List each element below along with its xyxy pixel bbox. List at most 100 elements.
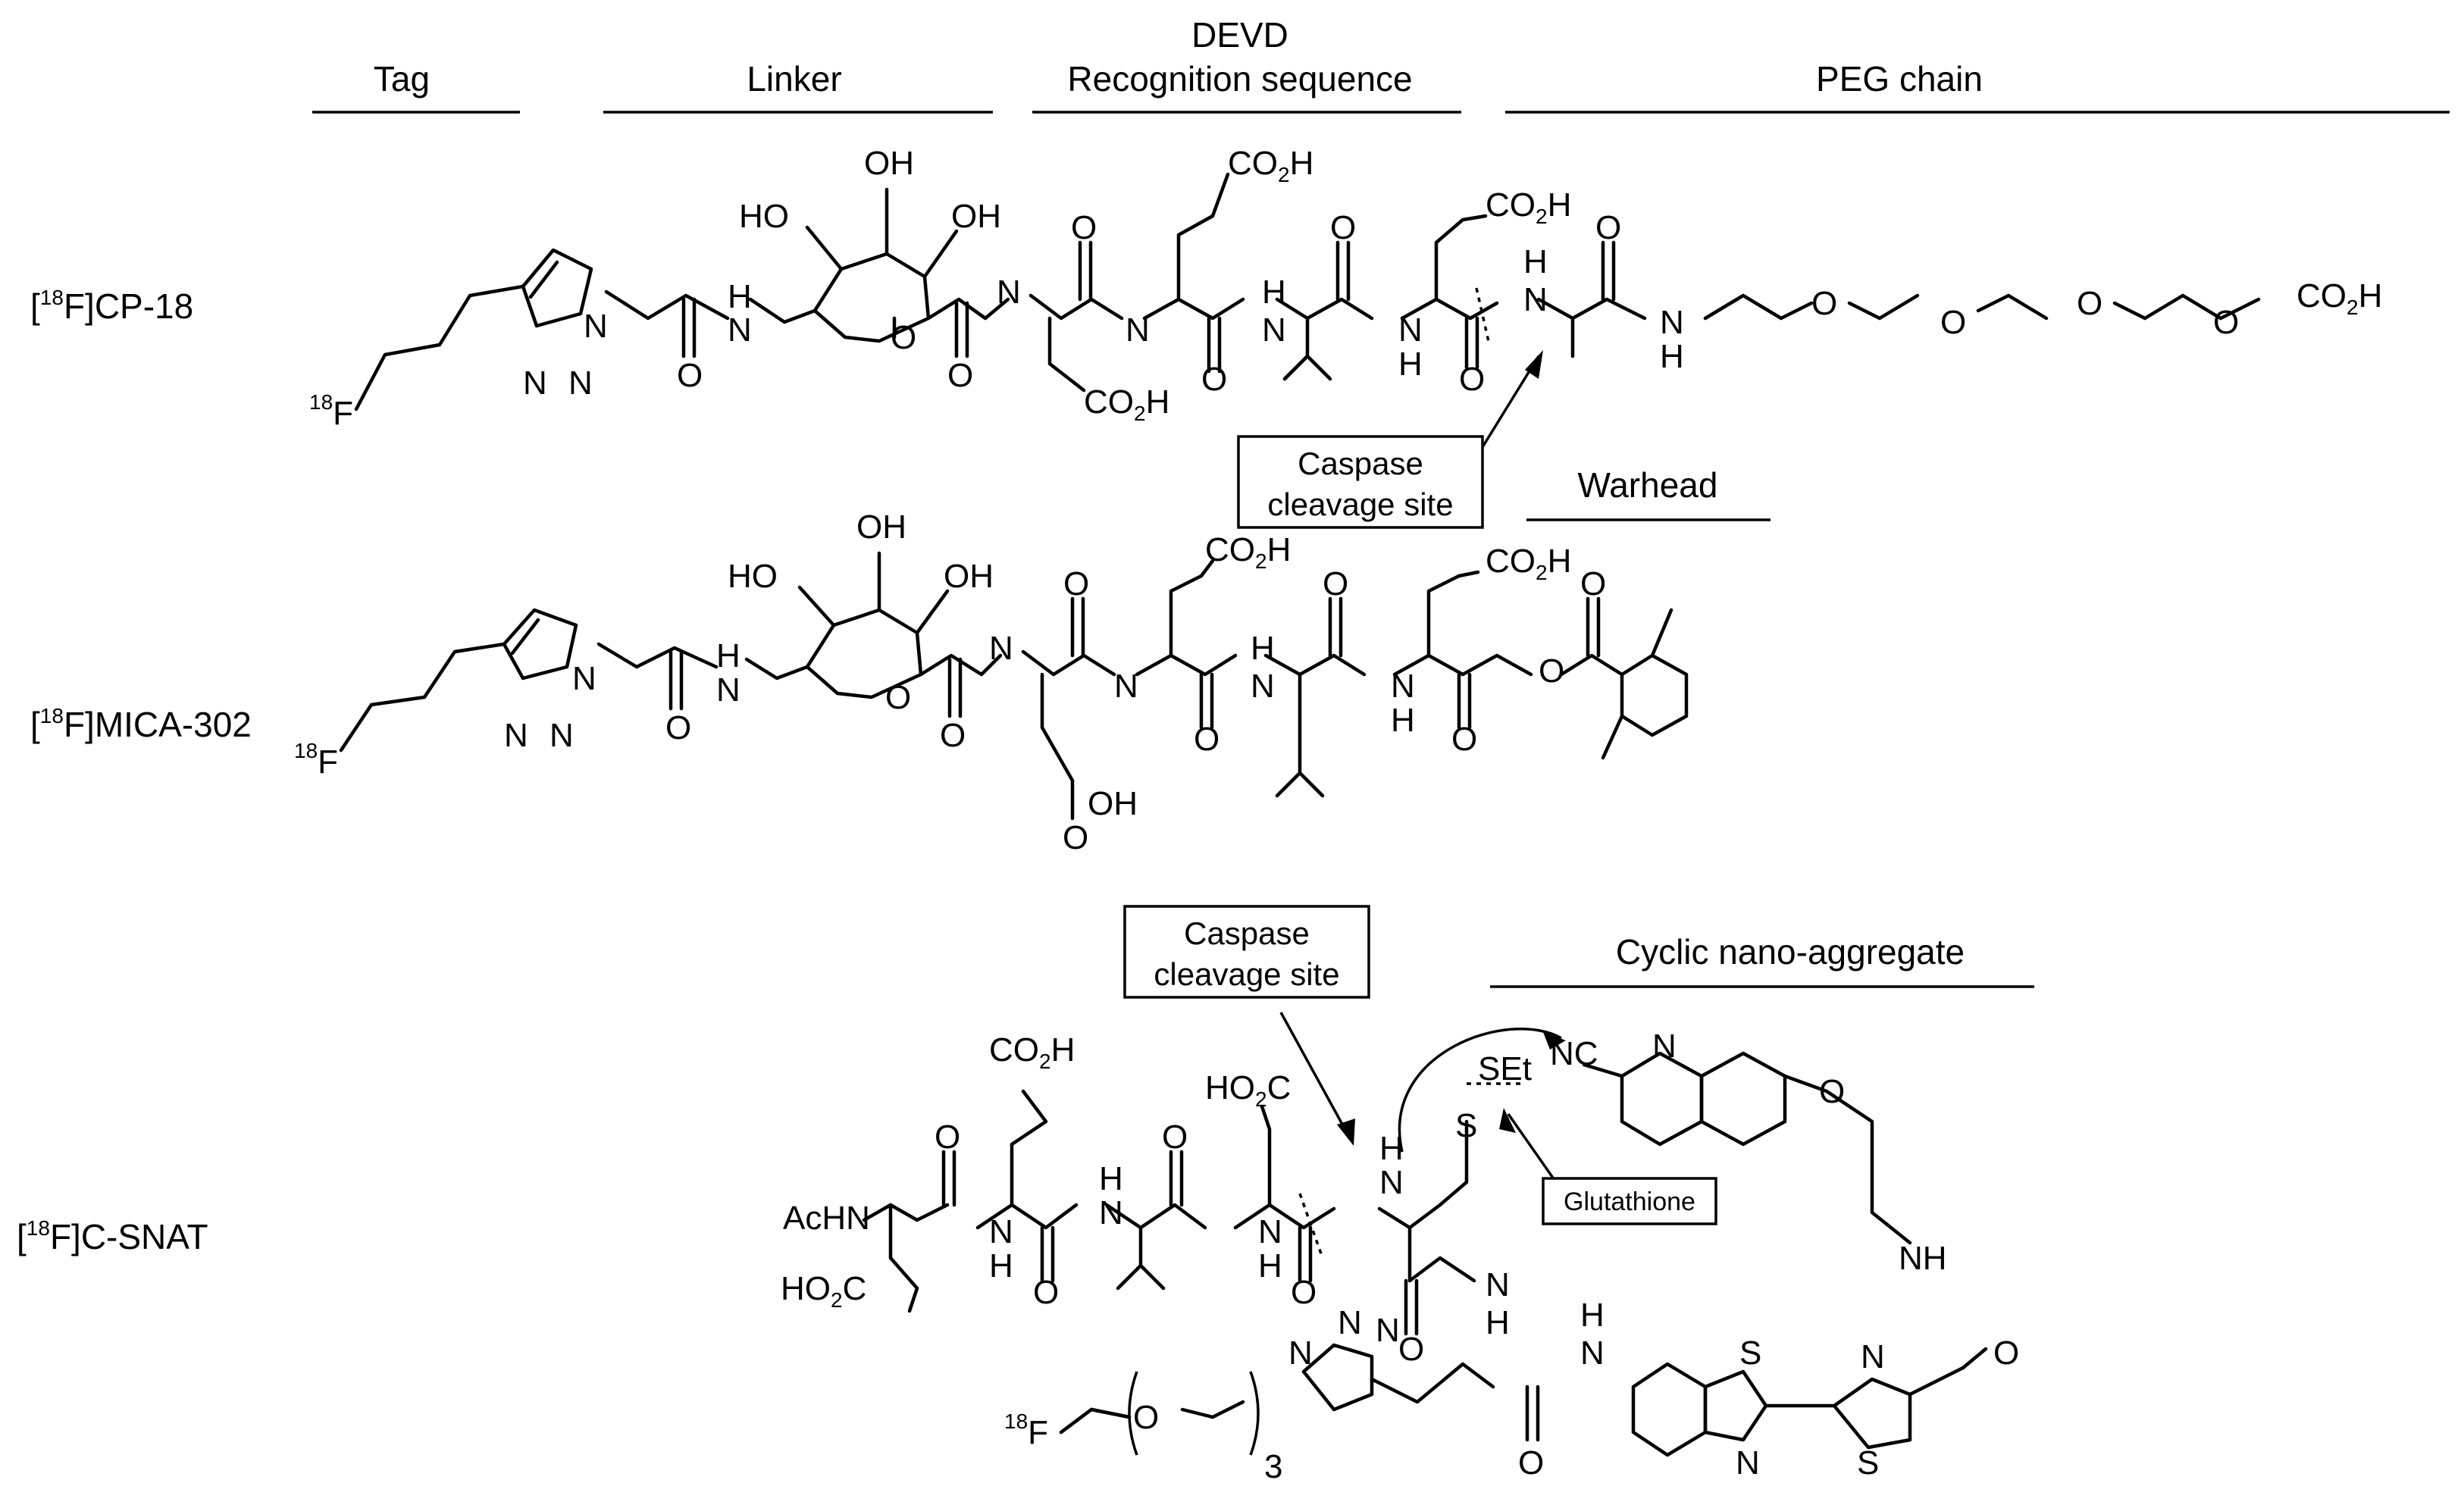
cp18-o-label-7: O (1595, 209, 1621, 246)
csnat-o-1: O (935, 1119, 960, 1156)
mica-asp-sidechain (1040, 672, 1075, 821)
cleavage-box-2-line2: cleavage site (1154, 956, 1339, 992)
csnat-h-4: H (1379, 1130, 1404, 1167)
cp18-o-label: O (677, 357, 703, 394)
glutathione-callout: Glutathione (1542, 1177, 1717, 1225)
csnat-o-2: O (1033, 1274, 1059, 1311)
cp18-f18: 18F (309, 390, 353, 432)
csnat-nh-1: N (1486, 1266, 1510, 1303)
mica-warhead-chain (1392, 653, 1533, 677)
csnat-propoxy-chain (1783, 1074, 1912, 1245)
mica-o-label-4: O (1063, 819, 1088, 856)
structure-cp18: 18F N N N O H N HO OH OH O O N O N CO2H … (309, 145, 2382, 432)
mica-o-label-8: O (1580, 565, 1606, 602)
csnat-ether-o: O (1819, 1073, 1845, 1110)
cleavage-box-2 (1123, 905, 1370, 999)
csnat-h-6: H (1580, 1297, 1605, 1334)
csnat-triazole-n-3: N (1376, 1312, 1400, 1349)
cleavage-box-1-line2: cleavage site (1267, 487, 1453, 522)
cleavage-box-1-line1: Caspase (1298, 446, 1423, 481)
cp18-asp2-backbone (1400, 297, 1499, 321)
csnat-n-4: N (1379, 1164, 1404, 1201)
cp18-ala-backbone (1536, 297, 1647, 321)
csnat-nh-2: NH (1899, 1240, 1947, 1277)
cp18-h-label-4: H (1523, 243, 1548, 280)
csnat-benzothiazole-thiazole (1703, 1369, 1768, 1442)
cp18-oh-left (805, 225, 844, 271)
compound-name-mica302: [18F]MICA-302 (30, 704, 252, 744)
header-tag: Tag (374, 59, 430, 99)
csnat-h-3: H (1258, 1247, 1282, 1284)
cp18-glu-backbone (1142, 297, 1245, 321)
cp18-h-label: H (728, 278, 752, 315)
csnat-s-label: S (1455, 1107, 1477, 1144)
mica-n-label-1: N (504, 717, 528, 754)
csnat-co2h: CO2H (989, 1031, 1075, 1073)
csnat-n-1: N (989, 1213, 1013, 1250)
cp18-n-label-6: N (1126, 311, 1150, 349)
cp18-n-label-2: N (568, 365, 593, 402)
header-warhead: Warhead (1578, 465, 1718, 505)
mica-ho-label: HO (728, 558, 778, 595)
csnat-ho2c-1: HO2C (781, 1270, 866, 1312)
csnat-tz-s: S (1857, 1444, 1879, 1482)
cp18-asp-sidechain (1047, 316, 1086, 393)
cleavage-arrowhead-1 (1525, 350, 1543, 379)
mica-phenyl-ring (1620, 653, 1689, 737)
csnat-tz-n: N (1861, 1338, 1885, 1375)
mica-co2h-1: CO2H (1205, 531, 1291, 573)
header-linker: Linker (747, 59, 841, 99)
cp18-o-label-6: O (1459, 361, 1485, 398)
header-devd: DEVD (1191, 15, 1288, 55)
csnat-quinoline-n: N (1652, 1028, 1677, 1065)
mica-n-label-6: N (1114, 668, 1138, 705)
mica-o-label-6: O (1323, 565, 1348, 602)
cp18-h-label-5: H (1660, 338, 1684, 375)
cp18-n-label-9: N (1523, 281, 1548, 318)
csnat-h-5: H (1486, 1304, 1510, 1341)
csnat-quinoline-ring-1 (1620, 1051, 1704, 1147)
cp18-o-label-4: O (1201, 361, 1227, 398)
cp18-n-label-10: N (1660, 304, 1684, 341)
structure-mica302: 18F N N N O H N HO OH OH O O N O N OH O … (294, 508, 1689, 856)
cp18-ho-label: HO (739, 198, 789, 235)
cp18-asp2-sidechain (1434, 214, 1488, 302)
cp18-peg-o-1: O (1811, 285, 1837, 322)
csnat-h-2: H (1099, 1160, 1123, 1197)
header-recognition-sequence: Recognition sequence (1067, 59, 1412, 99)
cleavage-arrowhead-2 (1337, 1119, 1355, 1146)
csnat-f18: 18F (1004, 1410, 1048, 1451)
cp18-ring-o: O (891, 319, 916, 356)
csnat-o-3: O (1162, 1119, 1188, 1156)
csnat-bt-s: S (1739, 1334, 1761, 1372)
cp18-n-label-5: N (997, 274, 1021, 311)
cleavage-box-2-line1: Caspase (1184, 915, 1310, 951)
compound-name-cp18: [18F]CP-18 (30, 286, 193, 326)
mica-o-label-2: O (940, 717, 966, 754)
cp18-h-label-3: H (1398, 346, 1423, 383)
csnat-triazole-n-2: N (1338, 1304, 1362, 1341)
csnat-cys (1377, 1119, 1469, 1230)
mica-h-label-3: H (1391, 702, 1415, 739)
mica-n-label-8: N (1391, 668, 1415, 705)
csnat-benzothiazole-benzene (1631, 1362, 1708, 1457)
cp18-peg-o-3: O (2077, 285, 2102, 322)
cp18-n-label-4: N (728, 311, 752, 349)
csnat-set-label: SEt (1478, 1050, 1532, 1087)
csnat-o-7: O (1993, 1334, 2019, 1372)
cp18-nh-ch2 (748, 297, 817, 324)
cp18-triazole-double (528, 260, 559, 299)
cp18-co2h-2: CO2H (1228, 145, 1313, 186)
cp18-asp-backbone (1028, 293, 1124, 321)
mica-acetamide (596, 642, 719, 669)
mica-n-label-4: N (716, 671, 740, 709)
csnat-nh-3: N (1580, 1334, 1605, 1372)
csnat-h-1: H (989, 1247, 1013, 1284)
mica-o-label-5: O (1194, 721, 1219, 758)
mica-oh-label-1: OH (856, 508, 906, 546)
csnat-nc-label: NC (1550, 1035, 1598, 1072)
cp18-oh-label-2: OH (951, 198, 1001, 235)
cleavage-callout-2: Caspase cleavage site (1123, 905, 1370, 1146)
mica-co2h-2: CO2H (1486, 543, 1571, 584)
